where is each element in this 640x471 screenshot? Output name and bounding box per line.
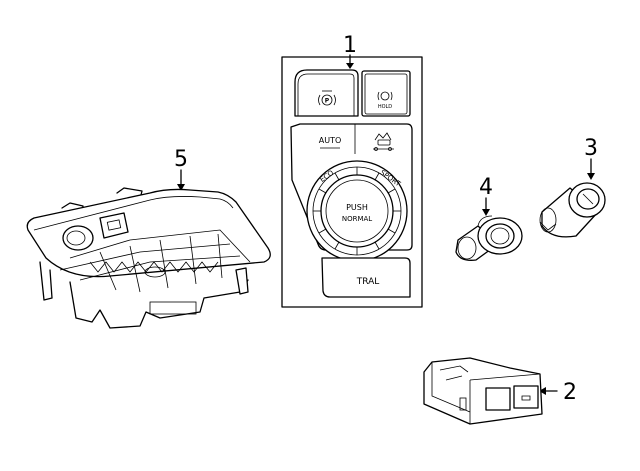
- module-button-right: [513, 385, 539, 409]
- knob-ribs: [313, 167, 401, 255]
- module-button-icon: [521, 395, 531, 401]
- callout-4: 4: [479, 175, 493, 200]
- module-detail: [439, 365, 469, 381]
- trail-label: TRAL: [356, 277, 380, 287]
- part-2-switch-module: 2: [423, 357, 577, 425]
- outlet-cap-slot: [582, 193, 594, 205]
- part-4-socket: 4: [455, 175, 523, 261]
- callout-4-arrow: [482, 209, 490, 216]
- brake-hold-button: [361, 70, 411, 117]
- tray-rim: [33, 196, 234, 231]
- module-front-top: [469, 373, 541, 381]
- callout-2: 2: [563, 380, 577, 405]
- socket-opening: [485, 223, 515, 249]
- part-3-outlet: 3: [539, 136, 606, 238]
- part-1-switch-panel: 1 P HOLD AUTO: [281, 33, 423, 308]
- hold-label: HOLD: [378, 104, 392, 110]
- usb-port: [106, 219, 122, 231]
- outlet-cap: [576, 188, 600, 210]
- socket-outlet: [62, 225, 94, 251]
- callout-1: 1: [343, 33, 357, 58]
- socket-inner: [490, 227, 510, 245]
- usb-housing: [99, 212, 129, 239]
- svg-text:P: P: [325, 98, 330, 105]
- tray-bracket-left: [39, 261, 53, 301]
- callout-3: 3: [584, 136, 598, 161]
- tray-lower-box: [149, 301, 197, 315]
- callout-2-arrow: [539, 387, 546, 395]
- outlet-terminal: [539, 221, 557, 231]
- brake-hold-button-edge: [364, 73, 408, 115]
- callout-1-arrow: [346, 63, 354, 69]
- tray-top: [26, 188, 271, 278]
- socket-flange: [477, 217, 523, 255]
- outlet-end: [539, 207, 557, 233]
- drive-mode-knob: [306, 160, 408, 262]
- tray-bracket-right: [235, 267, 249, 295]
- panel-frame: [281, 56, 423, 308]
- parking-brake-button-edge: [297, 73, 355, 116]
- parking-brake-button: [294, 69, 359, 117]
- tray-grid: [59, 229, 251, 293]
- socket-clip: [477, 215, 493, 227]
- normal-label: NORMAL: [342, 215, 372, 223]
- module-side-edge: [431, 362, 471, 413]
- brake-hold-icon: [377, 91, 393, 101]
- callout-5-arrow: [177, 184, 185, 191]
- parking-brake-icon: P: [318, 90, 336, 106]
- socket-end: [457, 236, 477, 260]
- hill-descent-icon: [373, 132, 394, 151]
- module-button-left: [485, 387, 511, 411]
- auto-label: AUTO: [319, 136, 342, 145]
- callout-5: 5: [174, 147, 188, 172]
- trail-button: [321, 257, 411, 298]
- module-connector: [459, 397, 467, 411]
- push-label: PUSH: [346, 203, 368, 212]
- tray-lower-frame: [69, 279, 249, 329]
- part-5-console-tray: 5: [26, 147, 271, 329]
- callout-3-arrow: [587, 173, 595, 180]
